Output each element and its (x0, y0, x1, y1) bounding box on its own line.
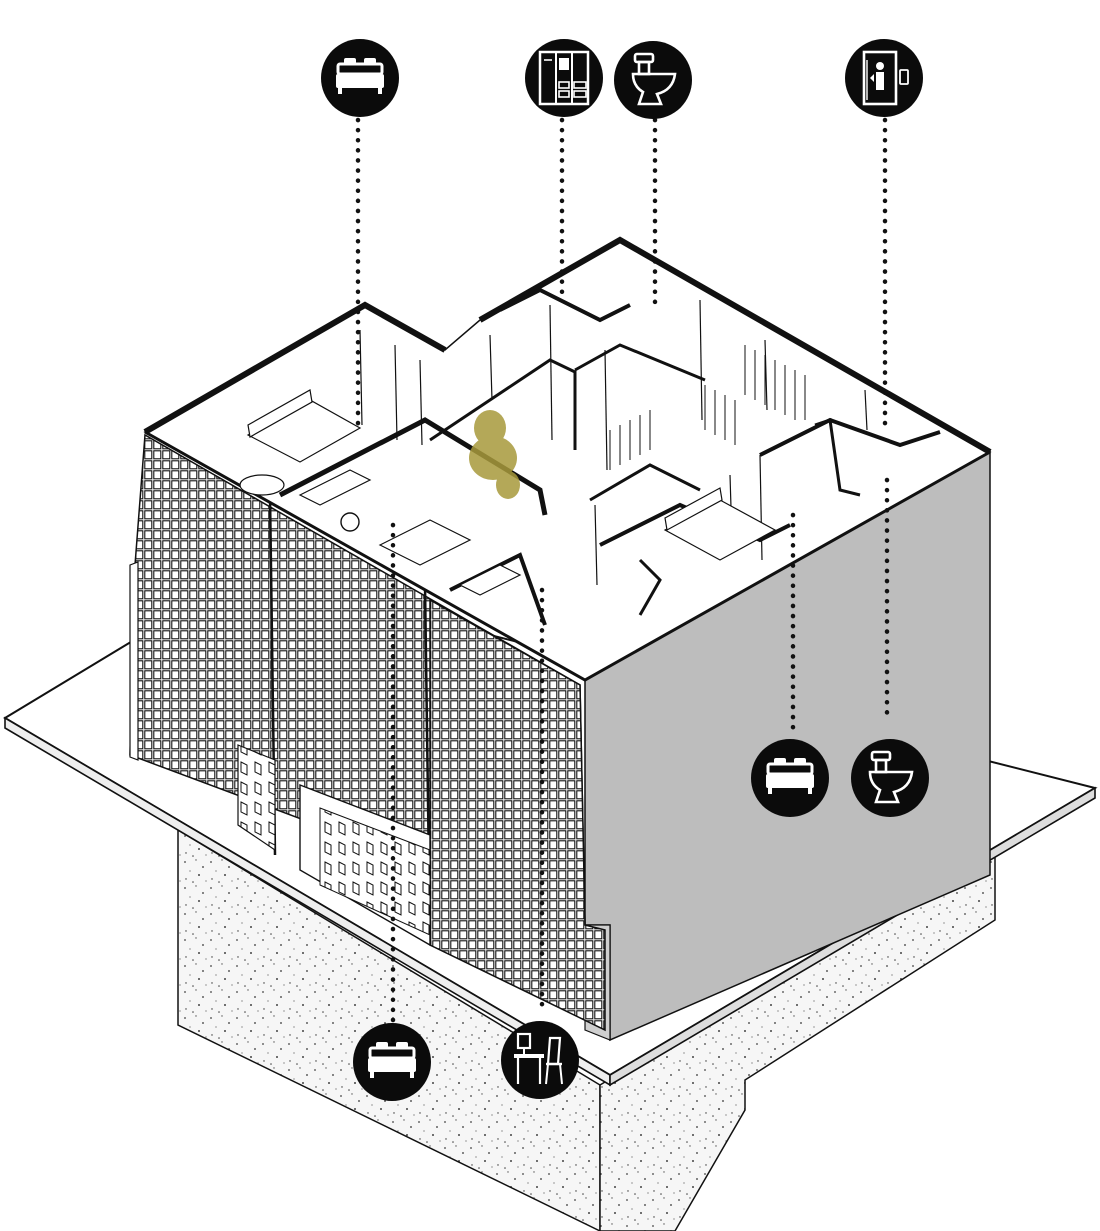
floor-plan (143, 236, 992, 682)
elevator-icon (862, 50, 909, 106)
marker-disc (614, 41, 692, 119)
leader-lines (355, 117, 890, 1023)
marker-bedroom-bottom (353, 1023, 431, 1101)
room-markers (321, 39, 929, 1101)
wardrobe-icon (538, 50, 590, 106)
toilet-icon (868, 750, 914, 804)
marker-study-bottom (501, 1021, 579, 1099)
marker-disc (851, 739, 929, 817)
marker-toilet-top (614, 41, 692, 119)
desk-chair-icon (514, 1032, 563, 1085)
marker-toilet-right (851, 739, 929, 817)
brick-facade (129, 433, 606, 1032)
bed-icon (368, 1042, 416, 1078)
marker-closet-top (525, 39, 603, 117)
marker-bedroom-top (321, 39, 399, 117)
bed-icon (766, 758, 814, 794)
bed-icon (336, 58, 384, 94)
plant-silhouette (469, 410, 520, 499)
marker-disc (525, 39, 603, 117)
toilet-icon (631, 52, 677, 106)
marker-elevator-top (845, 39, 923, 117)
marker-bedroom-right (751, 739, 829, 817)
